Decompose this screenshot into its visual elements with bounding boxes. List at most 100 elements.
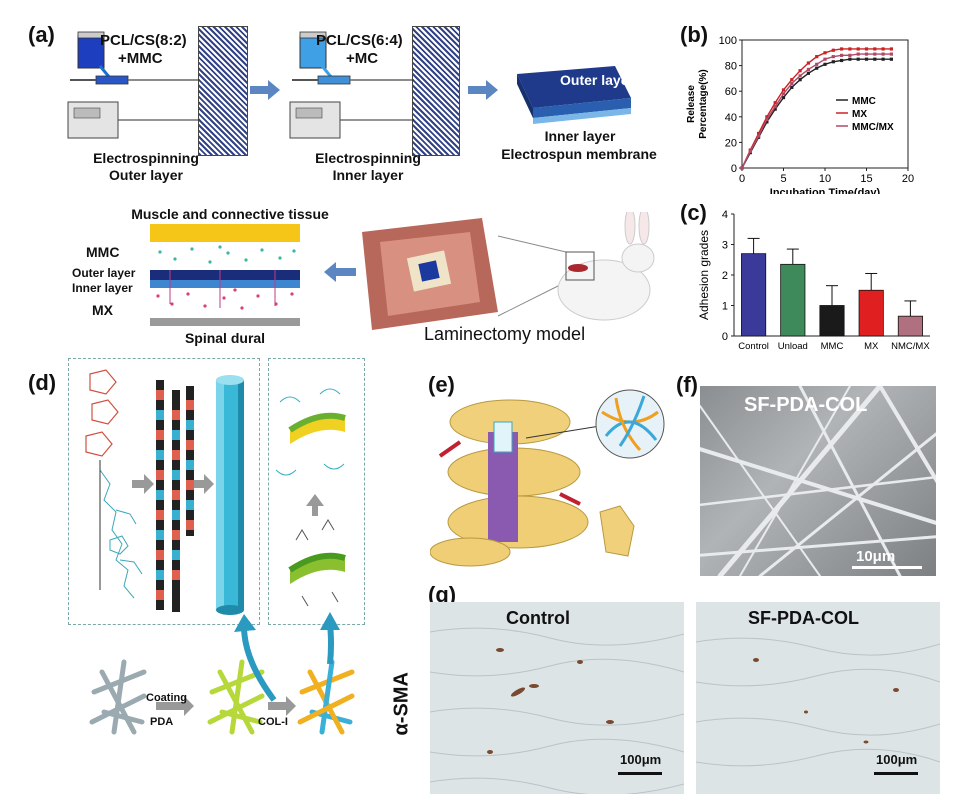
muscle-label: Muscle and connective tissue (131, 206, 329, 222)
pda-label: PDA (150, 716, 174, 728)
data-point (831, 48, 835, 52)
legend-label: MMC (852, 96, 876, 107)
data-point (815, 62, 819, 66)
x-tick-label: MMC (821, 341, 844, 352)
data-point (864, 52, 869, 56)
x-axis-label: Incubation Time(day) (770, 187, 881, 194)
data-point (840, 53, 844, 57)
membrane-line2: Electrospun membrane (501, 146, 657, 162)
data-point (889, 47, 893, 51)
y-tick-label: 40 (725, 112, 737, 124)
sem-scale-bar (852, 566, 922, 569)
histology-treated-texture (696, 637, 940, 767)
panel-f-label: (f) (676, 372, 698, 397)
scale-left-label: 100μm (620, 752, 662, 767)
data-point (748, 149, 752, 153)
x-tick-label: 5 (780, 173, 786, 185)
x-tick-label: 10 (819, 173, 831, 185)
y-tick-label: 0 (722, 331, 728, 343)
data-point (798, 78, 802, 82)
panel-a-label: (a) (28, 22, 55, 47)
x-tick-label: NMC/MX (891, 341, 930, 352)
col-label: COL-I (258, 716, 288, 728)
data-point (806, 67, 810, 72)
data-point (815, 66, 819, 70)
histology-right-title: SF-PDA-COL (748, 608, 859, 628)
data-point (790, 85, 794, 89)
step1-line2: Outer layer (109, 167, 183, 183)
series-line-mmc (741, 58, 892, 169)
outer-layer-label: Outer layer (560, 72, 634, 88)
histology-control (430, 602, 684, 794)
coating-process-diagram (89, 612, 355, 735)
data-point (881, 52, 885, 56)
data-point (790, 78, 794, 82)
collector-mesh-1 (198, 26, 248, 156)
pda-molecular-diagram (85, 369, 346, 615)
arrow-left-icon (324, 262, 336, 282)
data-point (781, 88, 786, 92)
molecular-box (68, 358, 260, 625)
panel-e-label: (e) (428, 372, 455, 397)
data-point (806, 71, 810, 75)
data-point (889, 52, 893, 56)
syringe1-drug: +MMC (118, 50, 163, 67)
scale-right-label: 100μm (876, 752, 918, 767)
data-point (848, 57, 852, 61)
stain-label: α-SMA (390, 672, 413, 736)
histology-control-texture (430, 627, 684, 794)
data-point (823, 51, 827, 55)
stain-label-wrap: α-SMA (386, 660, 416, 740)
data-point (873, 57, 877, 61)
dural-layer (150, 318, 300, 326)
syringe2-drug: +MC (346, 50, 379, 67)
data-point (781, 92, 786, 96)
syringe2-label: PCL/CS(6:4) (316, 32, 403, 49)
data-point (798, 69, 802, 73)
coating-label: Coating (146, 692, 187, 704)
syringe1-label: PCL/CS(8:2) (100, 32, 187, 49)
electrospinning-setup-2 (289, 31, 414, 139)
y-axis-label: Adhesion grades (697, 230, 711, 320)
data-point (873, 52, 877, 56)
x-tick-label: Control (738, 341, 769, 352)
step2-line2: Inner layer (332, 167, 404, 183)
data-point (773, 104, 777, 109)
x-tick-label: 0 (739, 173, 745, 185)
spine-illustration (430, 389, 665, 567)
x-tick-label: MX (864, 341, 879, 352)
data-point (757, 134, 761, 138)
bar-mmc (819, 305, 845, 337)
data-point (840, 58, 844, 63)
model-label: Laminectomy model (424, 324, 586, 344)
collector-mesh-2 (412, 26, 460, 156)
data-point (773, 107, 777, 111)
y-tick-label: 80 (725, 61, 737, 73)
bar-mx (858, 289, 884, 337)
x-tick-label: 15 (860, 173, 872, 185)
data-point (798, 74, 802, 78)
data-point (864, 57, 869, 61)
y-tick-label: 1 (722, 301, 728, 313)
x-tick-label: 20 (902, 173, 914, 185)
data-point (790, 81, 794, 86)
arrow-head-icon (486, 80, 498, 100)
data-point (740, 166, 744, 170)
scale-right-bar (874, 772, 918, 775)
data-point (864, 47, 869, 51)
data-point (856, 52, 860, 56)
arrow-right-icon (468, 86, 488, 94)
data-point (848, 53, 852, 57)
drug-release-diagram (150, 245, 300, 310)
y-tick-label: 0 (731, 163, 737, 175)
step1-line1: Electrospinning (93, 150, 199, 166)
sem-image (700, 386, 936, 576)
data-point (823, 57, 827, 61)
panel-c-label: (c) (680, 200, 707, 225)
bar-unload (780, 263, 806, 337)
data-point (840, 47, 844, 51)
data-point (765, 115, 769, 119)
mx-label: MX (92, 302, 113, 318)
y-tick-label: 60 (725, 86, 737, 98)
